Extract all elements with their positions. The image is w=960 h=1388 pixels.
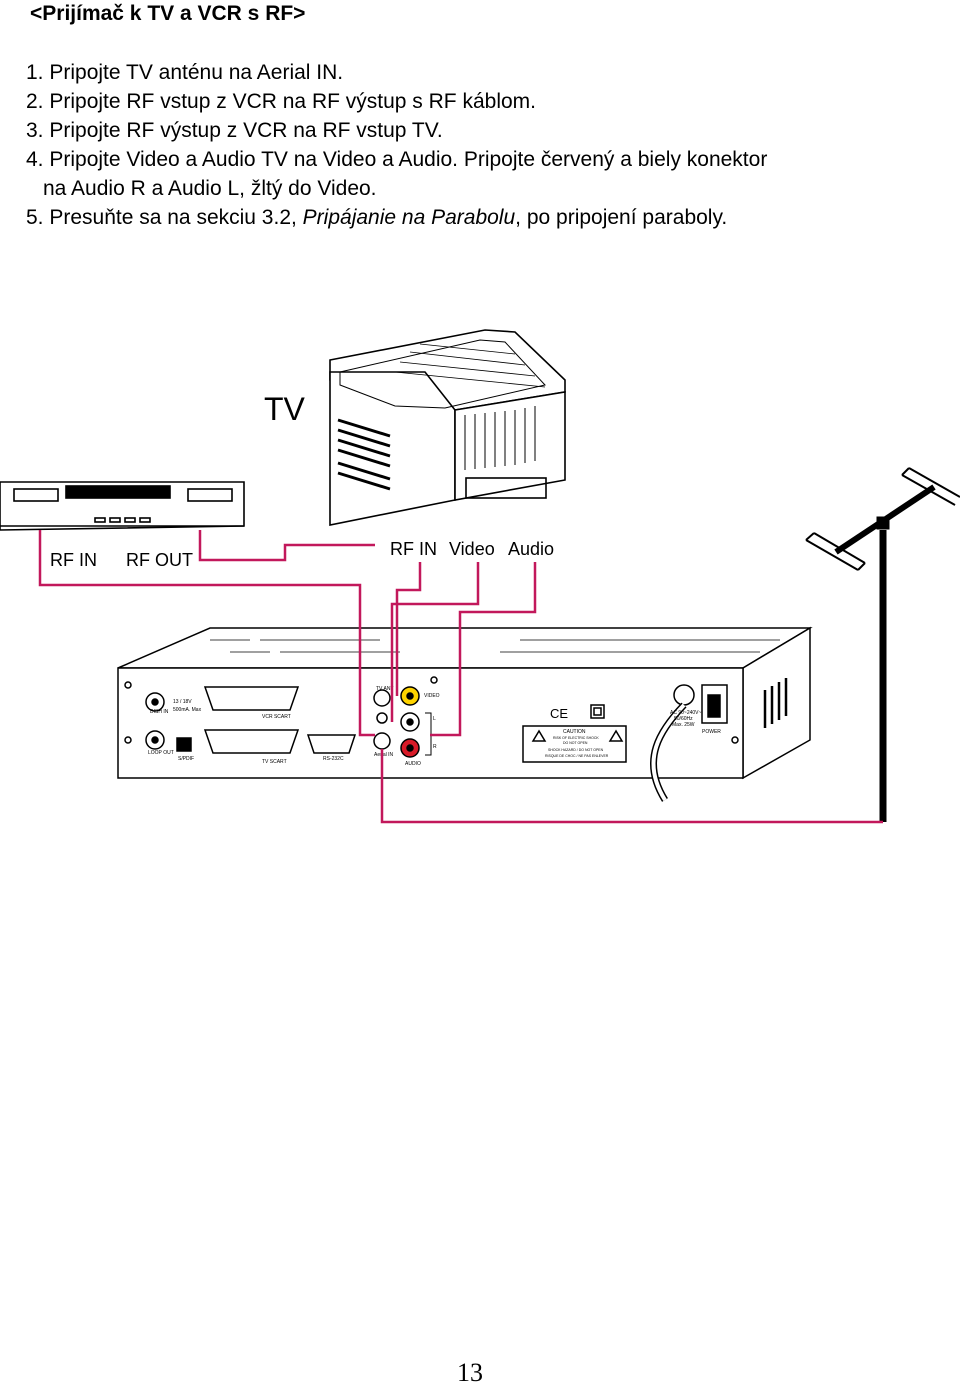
step-4: 4. Pripojte Video a Audio TV na Video a … <box>26 148 768 171</box>
step-5-prefix: 5. Presuňte sa na sekciu 3.2, <box>26 206 303 229</box>
page-number: 13 <box>457 1358 483 1387</box>
lnb-current-label: 500mA. Max <box>173 707 202 713</box>
cable-tv-audio-r <box>430 562 537 737</box>
caution-line-3: SHOCK HAZARD / DO NOT OPEN <box>548 748 604 752</box>
tv-scart-label: TV SCART <box>262 759 287 765</box>
power-switch-label: POWER <box>702 729 721 735</box>
connection-cables <box>38 530 883 824</box>
ce-mark: CE <box>550 706 568 721</box>
aerial-in-label: Aerial IN <box>374 752 394 758</box>
step-1: 1. Pripojte TV anténu na Aerial IN. <box>26 61 344 84</box>
audio-r-label: R <box>433 744 437 750</box>
cable-aerial-to-antenna <box>380 749 883 824</box>
caution-line-2: DO NOT OPEN <box>563 741 588 745</box>
connection-diagram: TV RF IN RF OUT RF IN Video Audio <box>0 329 960 824</box>
ac-input-label: AC 90~240V~ <box>670 710 701 716</box>
step-3: 3. Pripojte RF výstup z VCR na RF vstup … <box>26 119 443 142</box>
tv-ant-label: TV ANT <box>376 686 394 692</box>
tv-label: TV <box>264 391 306 427</box>
frequency-label: 50/60Hz <box>674 716 693 722</box>
vcr-illustration <box>0 481 245 531</box>
loop-out-label: LOOP OUT <box>148 750 174 756</box>
step-4-continuation: na Audio R a Audio L, žltý do Video. <box>43 177 377 200</box>
caution-line-1: RISK OF ELECTRIC SHOCK <box>553 736 599 740</box>
antenna-illustration <box>805 467 960 822</box>
receiver-illustration <box>117 626 813 802</box>
cable-tv-video <box>395 562 422 696</box>
dish-in-label: DISH IN <box>150 709 169 715</box>
lnb-voltage-label: 13 / 18V <box>173 699 192 705</box>
tv-video-label: Video <box>449 539 495 559</box>
rs232c-label: RS-232C <box>323 756 344 762</box>
cable-vcr-rf-out-to-tv-rf-in <box>198 530 375 562</box>
tv-illustration <box>329 329 566 526</box>
tv-audio-label: Audio <box>508 539 554 559</box>
step-5-section-title: Pripájanie na Parabolu <box>302 206 516 229</box>
caution-line-4: RISQUE DE CHOC / NE PAS ENLEVER <box>545 754 609 758</box>
audio-l-label: L <box>433 716 436 722</box>
receiver-labels: DISH IN 13 / 18V 500mA. Max VCR SCART LO… <box>148 686 721 767</box>
vcr-rf-out-label: RF OUT <box>126 550 193 570</box>
step-5: 5. Presuňte sa na sekciu 3.2, Pripájanie… <box>26 203 727 232</box>
vcr-scart-label: VCR SCART <box>262 714 291 720</box>
step-5-suffix: , po pripojení paraboly. <box>515 206 728 229</box>
step-2: 2. Pripojte RF vstup z VCR na RF výstup … <box>26 90 536 113</box>
max-power-label: Max. 25W <box>672 722 695 728</box>
page-heading: <Prijímač k TV a VCR s RF> <box>30 2 306 25</box>
cable-vcr-rf-in-to-tv-ant <box>38 530 375 737</box>
tv-rf-in-label: RF IN <box>390 539 437 559</box>
cable-tv-audio <box>390 562 480 722</box>
vcr-rf-in-label: RF IN <box>50 550 97 570</box>
audio-jack-label: AUDIO <box>405 761 421 767</box>
caution-title: CAUTION <box>563 729 586 735</box>
spdif-label: S/PDIF <box>178 756 194 762</box>
video-jack-label: VIDEO <box>424 693 440 699</box>
